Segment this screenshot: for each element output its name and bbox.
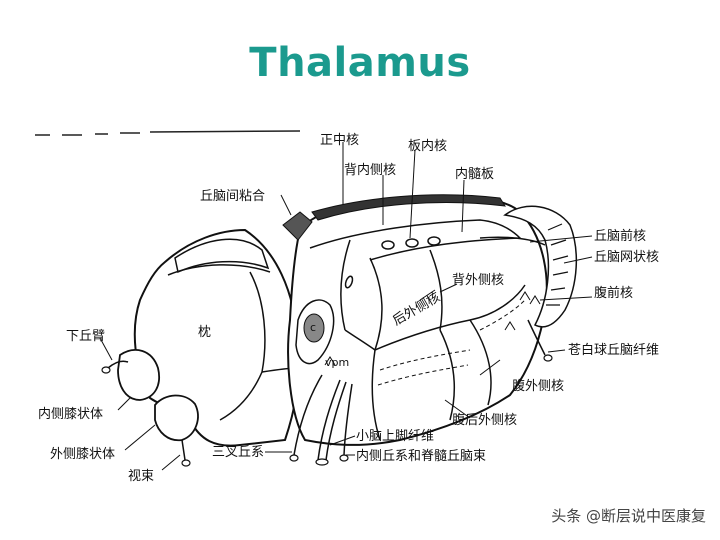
lateral-geniculate-body (154, 394, 199, 442)
label-zhen: 枕 (198, 325, 211, 340)
watermark: 头条 @断层说中医康复 (551, 507, 706, 525)
division-3 (429, 249, 443, 331)
division-7 (469, 319, 492, 406)
pulvinar-divider-1 (167, 264, 271, 276)
label-san-cha-qiu-xi: 三叉丘系 (212, 445, 264, 460)
intralaminar-dot-2 (405, 238, 419, 248)
reticular-nucleus-hatch (546, 223, 569, 306)
pallidothalamic-fibers (527, 319, 546, 356)
label-xiao-nao: 小脑上脚纤维 (356, 428, 434, 444)
lamina-inner-line (479, 236, 546, 246)
fiber-dashes-3 (479, 299, 526, 331)
label-nei-sui-ban: 内髓板 (455, 166, 494, 182)
label-bei-wai-ce-he: 背外侧核 (452, 273, 504, 288)
medial-notch-fill (303, 313, 325, 343)
label-xia-qiu-bi: 下丘臂 (66, 329, 105, 344)
intralaminar-dot-1 (381, 240, 395, 250)
pulvinar-top-cap (174, 238, 270, 274)
label-zheng-zhong-he: 正中核 (320, 133, 359, 148)
division-6 (439, 329, 456, 421)
label-fu-hou-wai-ce-he: 腹后外侧核 (452, 412, 517, 428)
medial-lemniscus-end (339, 454, 349, 462)
label-qiu-nao-jian-nian-he: 丘脑间粘合 (200, 189, 265, 204)
label-qiu-nao-qian-he: 丘脑前核 (594, 228, 646, 244)
label-nei-ce-xi: 内侧膝状体 (38, 406, 103, 422)
intralaminar-dot-3 (427, 236, 441, 246)
fiber-dashes-2 (377, 364, 469, 386)
top-dashed-line (35, 130, 301, 136)
division-5 (344, 329, 376, 351)
label-bei-nei-ce-he: 背内侧核 (344, 162, 396, 178)
dorsal-band (311, 194, 506, 221)
division-8 (371, 349, 381, 441)
trigeminal-end (289, 454, 299, 462)
internal-medullary-lamina (309, 219, 522, 261)
label-vpm: vpm (325, 356, 349, 369)
label-cang-bai-qiu: 苍白球丘脑纤维 (568, 342, 659, 358)
label-nei-ce-qiu-xi: 内侧丘系和脊髓丘脑束 (356, 448, 486, 464)
page-title: Thalamus (249, 40, 471, 86)
fiber-dashes-1 (379, 349, 471, 371)
pulvinar-outline (133, 228, 300, 447)
label-c: c (310, 321, 316, 334)
fiber-y-marks (324, 291, 541, 366)
inferior-brachium-end (101, 366, 111, 374)
label-qiu-nao-wang-zhuang-he: 丘脑网状核 (594, 250, 659, 265)
optic-tract-end (181, 459, 191, 467)
label-fu-qian-he: 腹前核 (594, 285, 633, 301)
division-2 (369, 257, 383, 351)
inferior-brachium (107, 360, 129, 369)
interthalamic-adhesion (282, 211, 313, 241)
label-fu-wai-ce-he: 腹外侧核 (512, 378, 564, 394)
cerebellar-end (315, 458, 329, 466)
pallidothalamic-end (543, 354, 553, 362)
cerebellar-peduncle-fibers (317, 379, 347, 461)
trigeminal-lemniscus-fibers (293, 374, 323, 456)
leader-lines (99, 142, 593, 471)
medial-geniculate-body (117, 349, 160, 401)
label-wai-ce-xi: 外侧膝状体 (50, 447, 115, 462)
division-4 (374, 284, 526, 351)
small-nucleus-dot (344, 275, 354, 289)
division-1 (340, 239, 351, 331)
medial-lemniscus-fibers (343, 383, 353, 456)
label-shi-shu: 视束 (128, 469, 154, 484)
anterior-nucleus-cap (503, 205, 578, 328)
optic-tract-stalk (181, 439, 186, 461)
label-ban-nei-he: 板内核 (408, 138, 447, 154)
